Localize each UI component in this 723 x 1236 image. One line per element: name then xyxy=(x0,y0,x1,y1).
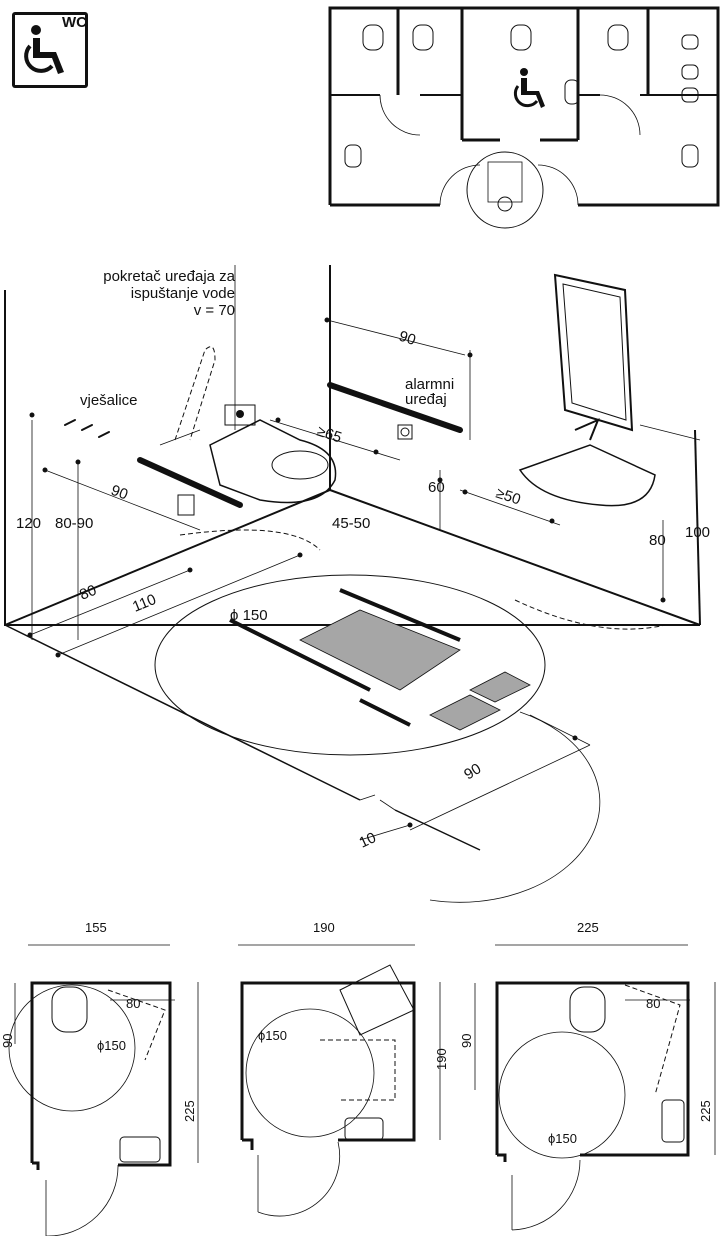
plan1-toilet-zone: 90 xyxy=(0,1034,15,1048)
washbasin xyxy=(518,444,656,507)
mirror xyxy=(553,273,634,432)
plan2-circle: ϕ150 xyxy=(258,1028,287,1043)
dim-toilet-axis: 110 xyxy=(130,591,159,616)
dim-side-clearance: 80 xyxy=(77,582,99,604)
plan-190x190: 190 ϕ150 190 xyxy=(238,920,449,1217)
wheelchair-wc-sign-icon: WC xyxy=(12,12,88,88)
plan3-toilet-zone: 90 xyxy=(459,1034,474,1048)
dim-rail-height: 80-90 xyxy=(55,515,93,532)
turning-circle xyxy=(154,574,546,756)
dim-toilet-depth: ≥65 xyxy=(315,423,344,447)
plan2-width: 190 xyxy=(313,920,335,935)
plan3-width: 225 xyxy=(577,920,599,935)
dim-mirror-height: 100 xyxy=(685,524,710,541)
toilet-brush xyxy=(177,494,195,516)
wheelchair-footprint xyxy=(299,609,461,691)
flush-label-line-1: pokretač uređaja za xyxy=(103,268,235,285)
dim-turning-circle: ϕ 150 xyxy=(230,607,268,624)
hooks xyxy=(64,419,110,438)
public-toilet-floor-plan xyxy=(328,6,720,229)
dim-sink-height: 80 xyxy=(649,532,666,549)
hooks-label: vješalice xyxy=(80,392,138,409)
dim-foldrail-length: 90 xyxy=(109,482,130,504)
dim-rail-length: 90 xyxy=(397,328,418,349)
alarm-label-line-2: uređaj xyxy=(405,391,447,408)
plan-155x225: 155 90 80 ϕ150 225 xyxy=(0,920,199,1236)
plan1-width: 155 xyxy=(85,920,107,935)
alarm-button xyxy=(397,424,413,440)
plan-225x225: 225 90 80 ϕ150 225 xyxy=(459,920,716,1231)
dim-seat-height: 45-50 xyxy=(332,515,370,532)
plan1-transfer: 80 xyxy=(126,996,140,1011)
plan3-transfer: 80 xyxy=(646,996,660,1011)
plan1-depth: 225 xyxy=(182,1100,197,1122)
dim-hooks-height: 120 xyxy=(16,515,41,532)
plan3-circle: ϕ150 xyxy=(548,1131,577,1146)
dim-door-width: 90 xyxy=(461,760,484,783)
dim-threshold: 10 xyxy=(357,829,379,851)
alarm-label-line-1: alarmni xyxy=(405,376,454,393)
wc-label: WC xyxy=(62,14,87,31)
flush-label-line-3: v = 70 xyxy=(194,302,235,319)
wheelchair-icon xyxy=(513,68,545,108)
dim-sink-depth: ≥50 xyxy=(494,485,523,509)
plan1-circle: ϕ150 xyxy=(97,1038,126,1053)
flush-label-line-2: ispuštanje vode xyxy=(131,285,235,302)
isometric-room: pokretač uređaja za ispuštanje vode v = … xyxy=(4,265,710,903)
dim-alarm-height: 60 xyxy=(428,479,445,496)
toilet xyxy=(209,404,337,504)
plan2-depth: 190 xyxy=(434,1048,449,1070)
plan3-depth: 225 xyxy=(698,1100,713,1122)
